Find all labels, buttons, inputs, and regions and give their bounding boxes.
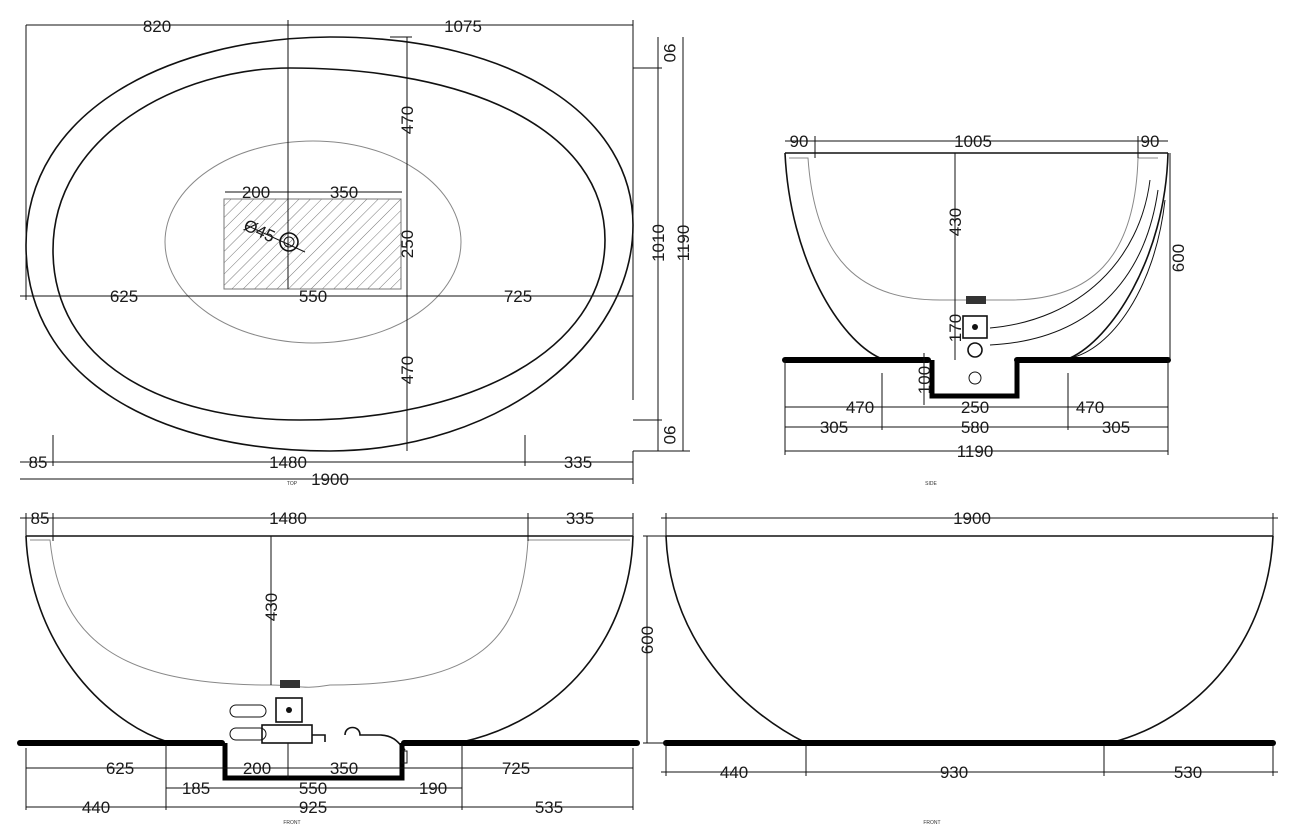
dim-outline-600: 600 <box>638 626 657 654</box>
dim-front-335: 335 <box>566 509 594 528</box>
dim-90-bottom: 90 <box>660 426 679 445</box>
dim-335: 335 <box>564 453 592 472</box>
dim-250: 250 <box>398 230 417 258</box>
dim-1010: 1010 <box>649 224 668 262</box>
dim-front-190: 190 <box>419 779 447 798</box>
dim-side-430: 430 <box>946 208 965 236</box>
dim-outline-1900: 1900 <box>953 509 991 528</box>
dim-side-250: 250 <box>961 398 989 417</box>
view-caption-side: SIDE <box>925 481 937 487</box>
dim-outline-530: 530 <box>1174 763 1202 782</box>
dim-side-470-left: 470 <box>846 398 874 417</box>
dim-1480: 1480 <box>269 453 307 472</box>
dim-front-550: 550 <box>299 779 327 798</box>
dim-front-185: 185 <box>182 779 210 798</box>
dim-side-100: 100 <box>915 366 934 394</box>
dim-820: 820 <box>143 17 171 36</box>
view-caption-top: TOP <box>287 481 298 487</box>
dim-front-1480: 1480 <box>269 509 307 528</box>
dim-1190: 1190 <box>674 225 693 262</box>
dim-front-625: 625 <box>106 759 134 778</box>
dim-side-600: 600 <box>1169 244 1188 272</box>
dim-side-305-left: 305 <box>820 418 848 437</box>
dim-200: 200 <box>242 183 270 202</box>
side-view: 90 1005 90 430 600 170 100 470 250 470 3… <box>782 132 1188 487</box>
dim-front-725: 725 <box>502 759 530 778</box>
dim-470-bottom: 470 <box>398 356 417 384</box>
front-section-view: 85 1480 335 430 625 200 350 725 185 550 … <box>17 509 640 826</box>
dim-90-top: 90 <box>660 44 679 63</box>
dim-front-350: 350 <box>330 759 358 778</box>
dim-725: 725 <box>504 287 532 306</box>
front-outline-view: 1900 600 440 930 530 FRONT <box>638 509 1278 826</box>
dim-side-580: 580 <box>961 418 989 437</box>
dim-side-1005: 1005 <box>954 132 992 151</box>
dim-side-90-left: 90 <box>790 132 809 151</box>
dim-1075: 1075 <box>444 17 482 36</box>
dim-front-925: 925 <box>299 798 327 817</box>
dim-550: 550 <box>299 287 327 306</box>
drain-assembly-icon <box>229 680 406 751</box>
drain-icon <box>279 232 299 252</box>
dim-470-top: 470 <box>398 106 417 134</box>
view-caption-front-section: FRONT <box>283 820 300 826</box>
drain-plug-icon <box>966 296 986 304</box>
tub-floor-outline <box>164 140 462 344</box>
dim-front-430: 430 <box>262 593 281 621</box>
dim-side-1190: 1190 <box>957 442 994 461</box>
dim-350: 350 <box>330 183 358 202</box>
dim-625: 625 <box>110 287 138 306</box>
dim-front-440: 440 <box>82 798 110 817</box>
dim-1900: 1900 <box>311 470 349 489</box>
dim-outline-440: 440 <box>720 763 748 782</box>
dim-side-305-right: 305 <box>1102 418 1130 437</box>
tub-inner-rim <box>52 67 606 421</box>
top-view: 820 1075 90 1010 1190 90 470 470 200 350… <box>20 17 693 489</box>
dim-front-535: 535 <box>535 798 563 817</box>
dim-side-90-right: 90 <box>1141 132 1160 151</box>
dim-side-170: 170 <box>946 314 965 342</box>
view-caption-front-outline: FRONT <box>923 820 940 826</box>
dim-outline-930: 930 <box>940 763 968 782</box>
dim-front-200: 200 <box>243 759 271 778</box>
dim-85: 85 <box>29 453 48 472</box>
dim-side-470-right: 470 <box>1076 398 1104 417</box>
dim-front-85: 85 <box>31 509 50 528</box>
drain-cutout-area <box>223 198 402 290</box>
